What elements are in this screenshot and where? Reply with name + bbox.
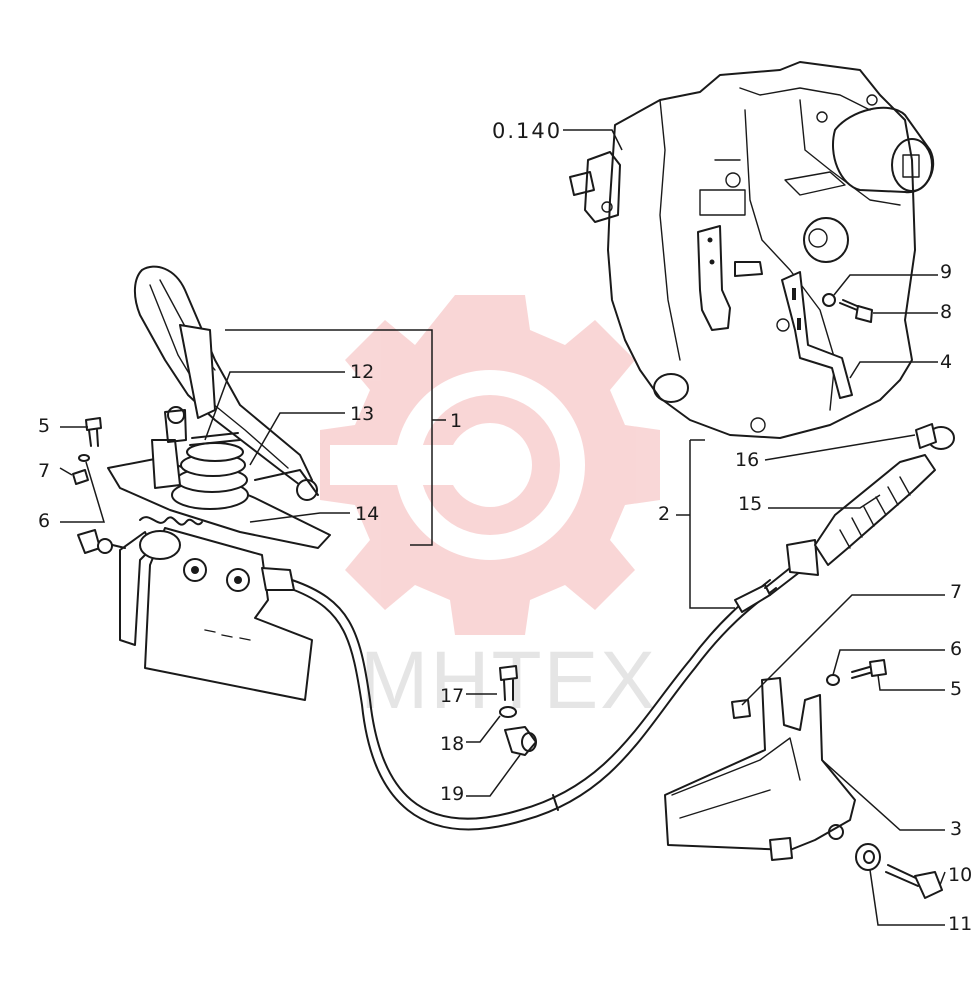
callout-4: 4 bbox=[940, 351, 952, 373]
callout-10: 10 bbox=[948, 864, 972, 886]
clamp-part-19 bbox=[504, 726, 537, 756]
washer-part-9 bbox=[822, 293, 836, 307]
bolt-part-8 bbox=[839, 299, 873, 323]
callout-5-left: 5 bbox=[38, 415, 50, 437]
callout-15: 15 bbox=[738, 493, 762, 515]
callout-17: 17 bbox=[440, 685, 464, 707]
washer-part-18 bbox=[499, 706, 517, 718]
callout-14: 14 bbox=[355, 503, 379, 525]
clutch-cable-part-2 bbox=[291, 539, 819, 831]
callout-11: 11 bbox=[948, 913, 972, 935]
callout-2: 2 bbox=[658, 503, 670, 525]
callout-labels: 0.140 1 2 3 4 5 5 6 6 7 7 8 9 10 11 12 1… bbox=[38, 119, 972, 935]
nut-part-7-left bbox=[72, 469, 89, 485]
callout-1: 1 bbox=[450, 410, 462, 432]
leader-lines bbox=[59, 129, 946, 926]
washer-part-6-right bbox=[826, 674, 840, 686]
callout-18: 18 bbox=[440, 733, 464, 755]
pedal-lower-bracket bbox=[77, 516, 313, 701]
callout-6-right: 6 bbox=[950, 638, 962, 660]
callout-16: 16 bbox=[735, 449, 759, 471]
cable-bracket-part-3 bbox=[664, 677, 856, 861]
reference-label-0140: 0.140 bbox=[492, 119, 562, 143]
pedal-assembly-part-1 bbox=[107, 265, 331, 549]
cable-end-part-16 bbox=[915, 423, 955, 450]
bolt-part-5-left bbox=[85, 417, 102, 447]
nut-part-7-right bbox=[731, 699, 751, 719]
shift-bracket-part-4 bbox=[781, 271, 853, 399]
callout-7-left: 7 bbox=[38, 460, 50, 482]
gearbox-housing bbox=[569, 61, 935, 439]
watermark-gear-logo bbox=[320, 295, 660, 635]
callout-7-right: 7 bbox=[950, 581, 962, 603]
callout-3: 3 bbox=[950, 818, 962, 840]
callout-12: 12 bbox=[350, 361, 374, 383]
callout-13: 13 bbox=[350, 403, 374, 425]
callout-19: 19 bbox=[440, 783, 464, 805]
bolt-part-10 bbox=[885, 864, 943, 899]
callout-8: 8 bbox=[940, 301, 952, 323]
callout-6-left: 6 bbox=[38, 510, 50, 532]
bolt-part-17 bbox=[499, 665, 518, 701]
cable-boot-part-15 bbox=[814, 454, 936, 566]
washer-part-6-left bbox=[78, 454, 90, 462]
washer-part-11 bbox=[855, 843, 881, 871]
watermark-text: MHTEX bbox=[360, 635, 657, 726]
bolt-part-5-right bbox=[851, 659, 887, 679]
callout-5-right: 5 bbox=[950, 678, 962, 700]
callout-9: 9 bbox=[940, 261, 952, 283]
